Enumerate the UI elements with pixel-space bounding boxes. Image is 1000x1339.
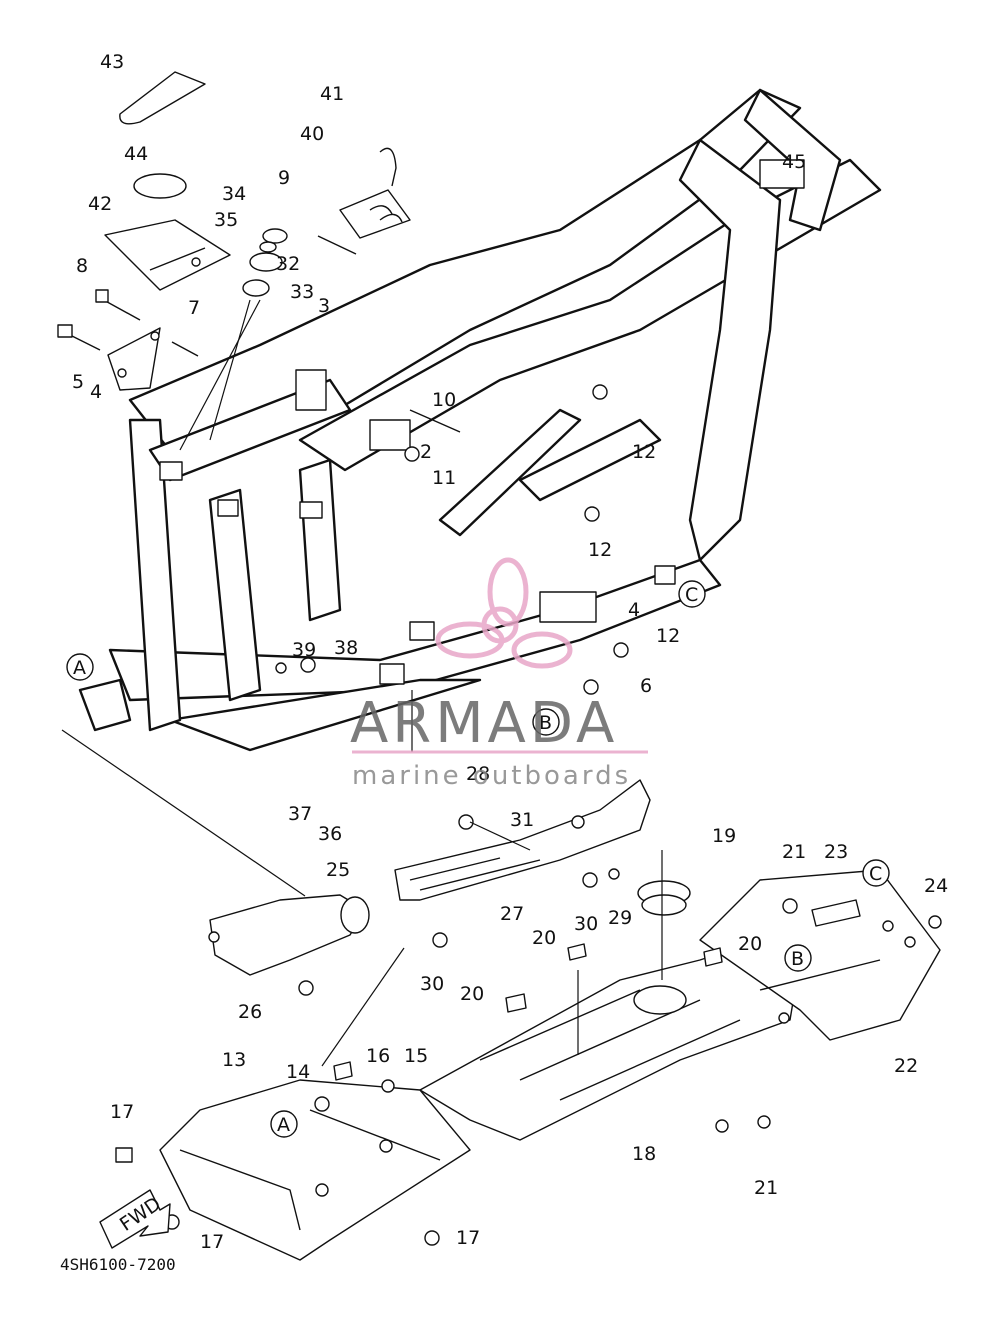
callout-4-b: 4	[628, 599, 640, 621]
callout-30-b: 30	[420, 973, 444, 995]
callout-14: 14	[286, 1061, 310, 1083]
callout-2: 2	[420, 441, 432, 463]
propeller-logo	[435, 557, 573, 669]
leader-lines	[61, 299, 663, 1067]
callout-20-a: 20	[532, 927, 556, 949]
part-19-grommet	[637, 880, 691, 916]
part-43-tape	[119, 71, 206, 125]
callout-44: 44	[124, 143, 148, 165]
part-28-31-fasteners	[458, 814, 620, 888]
callout-42: 42	[88, 193, 112, 215]
callout-4: 4	[90, 381, 102, 403]
callout-24: 24	[924, 875, 948, 897]
callout-8: 8	[76, 255, 88, 277]
part-27-heat-shield	[394, 779, 651, 901]
part-25-muffler-guard	[208, 894, 448, 996]
watermark-brand: ARMADA	[350, 691, 618, 756]
ref-markers: A B C C B A	[66, 580, 890, 1138]
main-frame	[78, 88, 882, 752]
callout-5: 5	[72, 371, 84, 393]
part-9-bolt	[317, 235, 357, 255]
callout-21-a: 21	[782, 841, 806, 863]
callout-45: 45	[782, 151, 806, 173]
callout-28: 28	[466, 763, 490, 785]
callout-25: 25	[326, 859, 350, 881]
part-20-pads	[505, 943, 723, 1013]
callout-16: 16	[366, 1045, 390, 1067]
callout-9: 9	[278, 167, 290, 189]
callout-39: 39	[292, 639, 316, 661]
callout-13: 13	[222, 1049, 246, 1071]
part-34-35-32-33-washers	[242, 228, 288, 297]
watermark: ARMADA marine outboards	[350, 557, 648, 791]
callout-18: 18	[632, 1143, 656, 1165]
callout-20-c: 20	[460, 983, 484, 1005]
ref-c: C	[685, 584, 698, 606]
ref-a: A	[73, 657, 86, 679]
callout-30-a: 30	[574, 913, 598, 935]
watermark-tagline: marine outboards	[352, 761, 631, 791]
part-23-label	[811, 899, 861, 927]
ref-c-2: C	[869, 863, 882, 885]
part-8-bolt	[95, 289, 141, 321]
callout-27: 27	[500, 903, 524, 925]
callout-31: 31	[510, 809, 534, 831]
fwd-arrow: FWD	[99, 1189, 171, 1249]
part-44-disc	[133, 173, 187, 199]
callout-6: 6	[640, 675, 652, 697]
callout-32: 32	[276, 253, 300, 275]
callout-19: 19	[712, 825, 736, 847]
callout-43: 43	[100, 51, 124, 73]
ref-b: B	[539, 712, 552, 734]
callout-12-c: 12	[656, 625, 680, 647]
callout-17-b: 17	[200, 1231, 224, 1253]
part-22-skid-plate	[699, 869, 941, 1041]
callout-26: 26	[238, 1001, 262, 1023]
callout-11: 11	[432, 467, 456, 489]
callout-17-c: 17	[456, 1227, 480, 1249]
callout-10: 10	[432, 389, 456, 411]
drawing-code: 4SH6100-7200	[60, 1255, 176, 1274]
callout-33: 33	[290, 281, 314, 303]
callout-36: 36	[318, 823, 342, 845]
part-40-41-bracket	[339, 147, 411, 239]
callout-7: 7	[188, 297, 200, 319]
callout-23: 23	[824, 841, 848, 863]
callout-40: 40	[300, 123, 324, 145]
callout-38: 38	[334, 637, 358, 659]
callout-35: 35	[214, 209, 238, 231]
callout-34: 34	[222, 183, 246, 205]
part-5-bolt	[57, 324, 101, 351]
callout-15: 15	[404, 1045, 428, 1067]
part-13-front-guard	[159, 1079, 471, 1261]
callout-29: 29	[608, 907, 632, 929]
fasteners-upper	[275, 384, 629, 695]
callout-12-b: 12	[588, 539, 612, 561]
callout-20-b: 20	[738, 933, 762, 955]
part-42-pouch	[104, 219, 231, 291]
callout-12-a: 12	[632, 441, 656, 463]
callout-3: 3	[318, 295, 330, 317]
ref-a-2: A	[277, 1114, 290, 1136]
callout-22: 22	[894, 1055, 918, 1077]
callout-21-b: 21	[754, 1177, 778, 1199]
part-4-bracket	[107, 327, 161, 391]
callout-17-a: 17	[110, 1101, 134, 1123]
callout-numbers: 43 44 42 41 40 34 35 32 33 9 8 7 5 4 3 1…	[72, 51, 948, 1253]
callout-37: 37	[288, 803, 312, 825]
ref-b-2: B	[791, 948, 804, 970]
part-14-15-16-fasteners	[314, 1061, 395, 1197]
part-7-bolt	[171, 341, 199, 357]
callout-41: 41	[320, 83, 344, 105]
part-21-24-fasteners	[715, 898, 942, 1133]
